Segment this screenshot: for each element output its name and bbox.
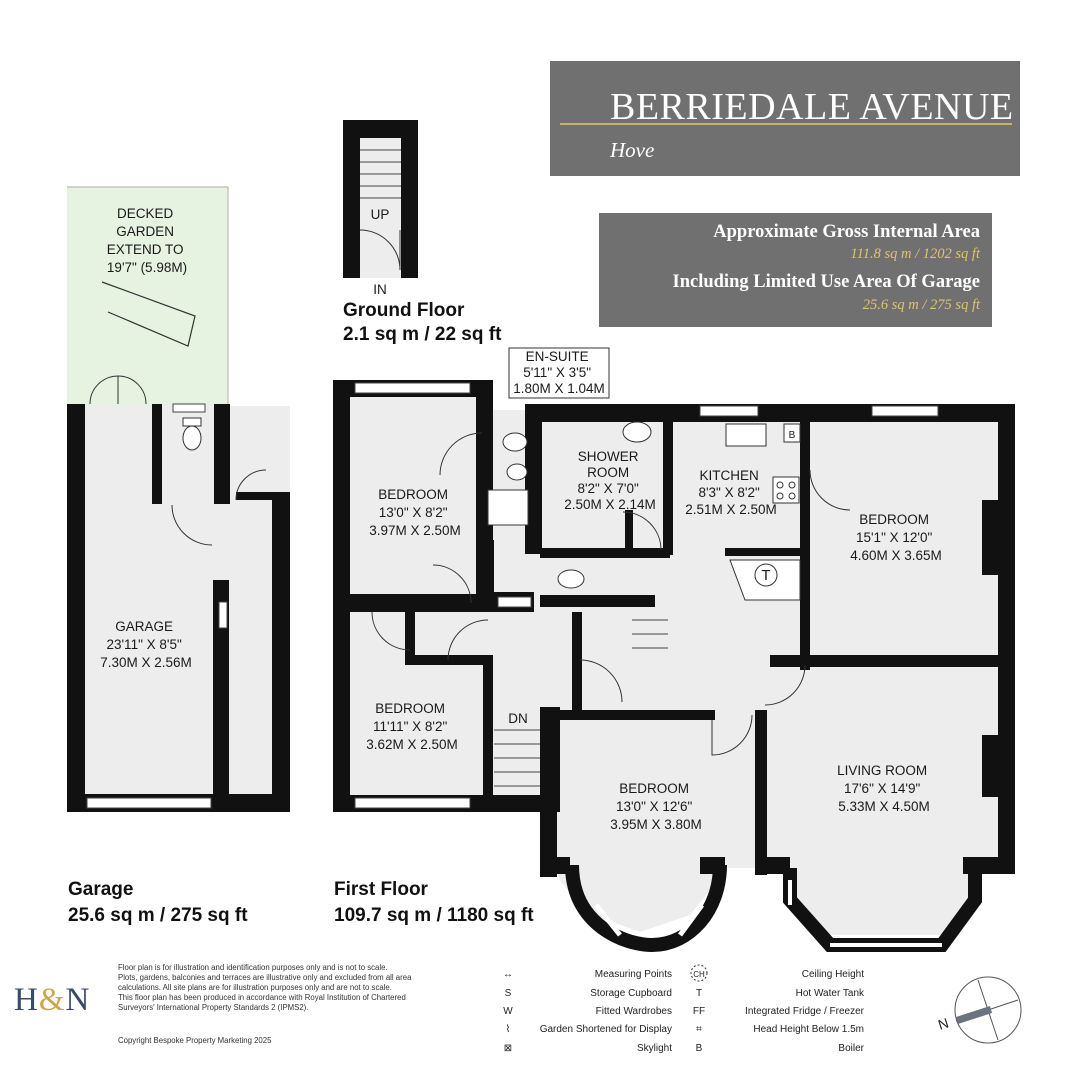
bedroom-2-label: BEDROOM 11'11" X 8'2" 3.62M X 2.50M [366,701,458,752]
svg-text:calculations. All site plans: calculations. All site plans are for ill… [118,983,392,992]
legend-label-skylight: Skylight [637,1043,672,1054]
gia-label: Approximate Gross Internal Area [713,222,980,242]
living-room-label: LIVING ROOM 17'6" X 14'9" 5.33M X 4.50M [837,763,931,814]
up-label: UP [371,207,390,222]
garage-plan [67,186,290,812]
legend-sym-tank: T [696,988,702,999]
legend-sym-wardrobes: W [503,1006,513,1017]
ground-floor-area: 2.1 sq m / 22 sq ft [343,324,502,345]
legend-label-ceiling: Ceiling Height [802,969,864,980]
logo-ampersand: & [38,982,66,1018]
legend-label-boiler: Boiler [838,1043,864,1054]
copyright: Copyright Bespoke Property Marketing 202… [118,1036,272,1045]
svg-text:This floor plan has been produ: This floor plan has been produced in acc… [118,993,406,1002]
garage-title: Garage [68,879,133,900]
legend-label-head-height: Head Height Below 1.5m [753,1024,864,1035]
disclaimer: Floor plan is for illustration and ident… [118,963,412,1045]
bedroom-3-label: BEDROOM 15'1" X 12'0" 4.60M X 3.65M [850,512,942,563]
shower-room-label: SHOWER ROOM 8'2" X 7'0" 2.50M X 2.14M [564,449,656,512]
legend-sym-boiler: B [696,1043,703,1054]
garden-label: DECKED GARDEN EXTEND TO 19'7" (5.98M) [107,206,188,275]
svg-text:Surveyors' International Prope: Surveyors' International Property Standa… [118,1003,308,1012]
legend-label-measuring: Measuring Points [595,969,672,980]
first-floor-area: 109.7 sq m / 1180 sq ft [334,905,534,926]
compass-north-label: N [936,1015,951,1033]
legend-sym-storage: S [505,988,512,999]
legend-sym-head-height: ⌗ [696,1024,702,1035]
logo-h: H [14,982,39,1018]
property-title-panel: BERRIEDALE AVENUE Hove [550,61,1020,176]
compass-icon: N [936,976,1022,1044]
dn-label: DN [508,711,528,726]
legend-label-wardrobes: Fitted Wardrobes [596,1006,672,1017]
logo-n: N [65,982,91,1018]
first-floor-title: First Floor [334,879,429,900]
kitchen-label: KITCHEN 8'3" X 8'2" 2.51M X 2.50M [685,468,777,517]
ground-floor-title: Ground Floor [343,300,465,321]
bedroom-1-label: BEDROOM 13'0" X 8'2" 3.97M X 2.50M [369,487,461,538]
first-floor-plan [333,347,1015,953]
ground-floor-plan [343,120,418,278]
garage-area-value: 25.6 sq m / 275 sq ft [862,297,980,313]
title-divider [560,123,1012,125]
legend-label-fridge: Integrated Fridge / Freezer [745,1006,865,1017]
legend-sym-fridge: FF [693,1006,705,1017]
area-summary-panel: Approximate Gross Internal Area 111.8 sq… [599,213,992,327]
legend-sym-garden: ⌇ [506,1024,511,1035]
in-label: IN [373,282,387,297]
company-logo: H&N [14,982,90,1019]
gia-value: 111.8 sq m / 1202 sq ft [850,246,980,262]
hot-water-tank-symbol: T [761,567,770,584]
boiler-symbol: B [789,430,796,441]
legend-label-garden: Garden Shortened for Display [540,1024,672,1035]
legend-sym-skylight: ⊠ [504,1043,512,1054]
legend-label-tank: Hot Water Tank [796,988,865,999]
garage-room-label: GARAGE 23'11" X 8'5" 7.30M X 2.56M [100,619,192,670]
legend-sym-ceiling: CH [693,970,705,979]
property-name: BERRIEDALE AVENUE [610,86,1014,128]
bedroom-4-label: BEDROOM 13'0" X 12'6" 3.95M X 3.80M [610,781,702,832]
svg-text:Plots, gardens, balconies and: Plots, gardens, balconies and terraces a… [118,973,412,982]
legend-label-storage: Storage Cupboard [590,988,672,999]
legend-sym-measuring: ↔ [503,969,513,980]
room-labels: DECKED GARDEN EXTEND TO 19'7" (5.98M) GA… [100,206,942,832]
property-location: Hove [610,138,655,162]
garage-area: 25.6 sq m / 275 sq ft [68,905,248,926]
svg-text:Floor plan is for illustration: Floor plan is for illustration and ident… [118,963,388,972]
floor-names: Ground Floor 2.1 sq m / 22 sq ft Garage … [68,300,534,926]
legend: ↔ Measuring Points S Storage Cupboard W … [503,964,865,1054]
ensuite-label: EN-SUITE 5'11" X 3'5" 1.80M X 1.04M [513,349,605,396]
garage-area-label: Including Limited Use Area Of Garage [672,272,980,292]
